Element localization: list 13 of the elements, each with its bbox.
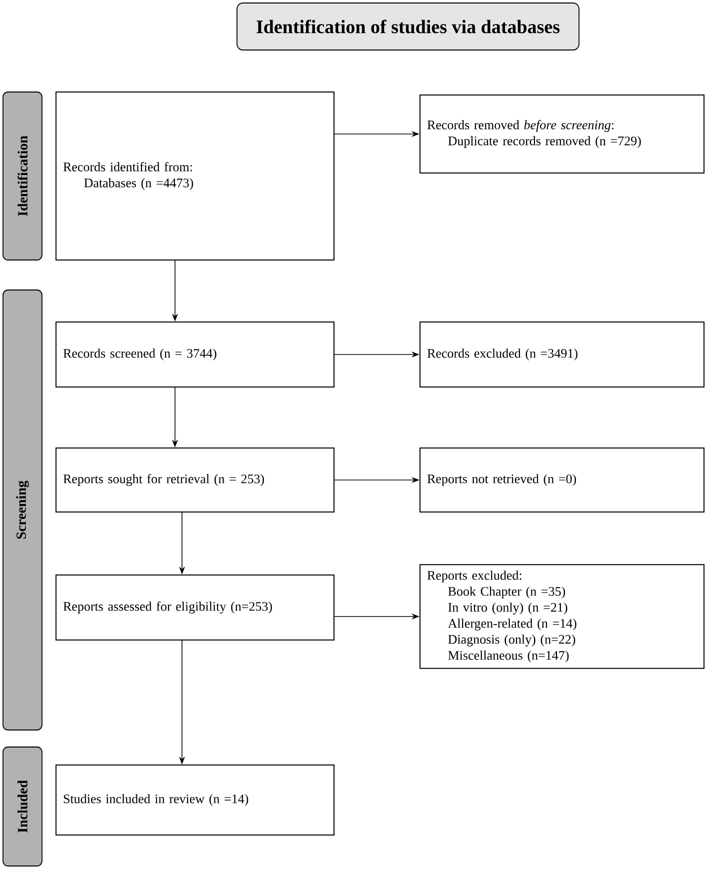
process-box: Reports excluded: Book Chapter (n =35) In vitro (only) (n =21) Allergen-related (n =14) Diagnosis (only) (n=22) Miscellaneous (n=147)	[420, 564, 704, 669]
process-box: Reports assessed for eligibility (n=253)	[56, 574, 334, 640]
title-box: Identification of studies via databases	[236, 2, 580, 50]
process-box: Records screened (n = 3744)	[56, 322, 334, 388]
process-box: Studies included in review (n =14)	[56, 764, 334, 836]
process-box: Records removed before screening: Duplicate records removed (n =729)	[420, 94, 704, 174]
process-box: Records excluded (n =3491)	[420, 322, 704, 388]
process-box: Reports sought for retrieval (n = 253)	[56, 448, 334, 512]
stage-band: Screening	[2, 290, 42, 730]
stage-band: Included	[2, 746, 42, 866]
process-box: Records identified from: Databases (n =4473)	[56, 92, 334, 260]
stage-band: Identification	[2, 92, 42, 260]
process-box: Reports not retrieved (n =0)	[420, 448, 704, 512]
